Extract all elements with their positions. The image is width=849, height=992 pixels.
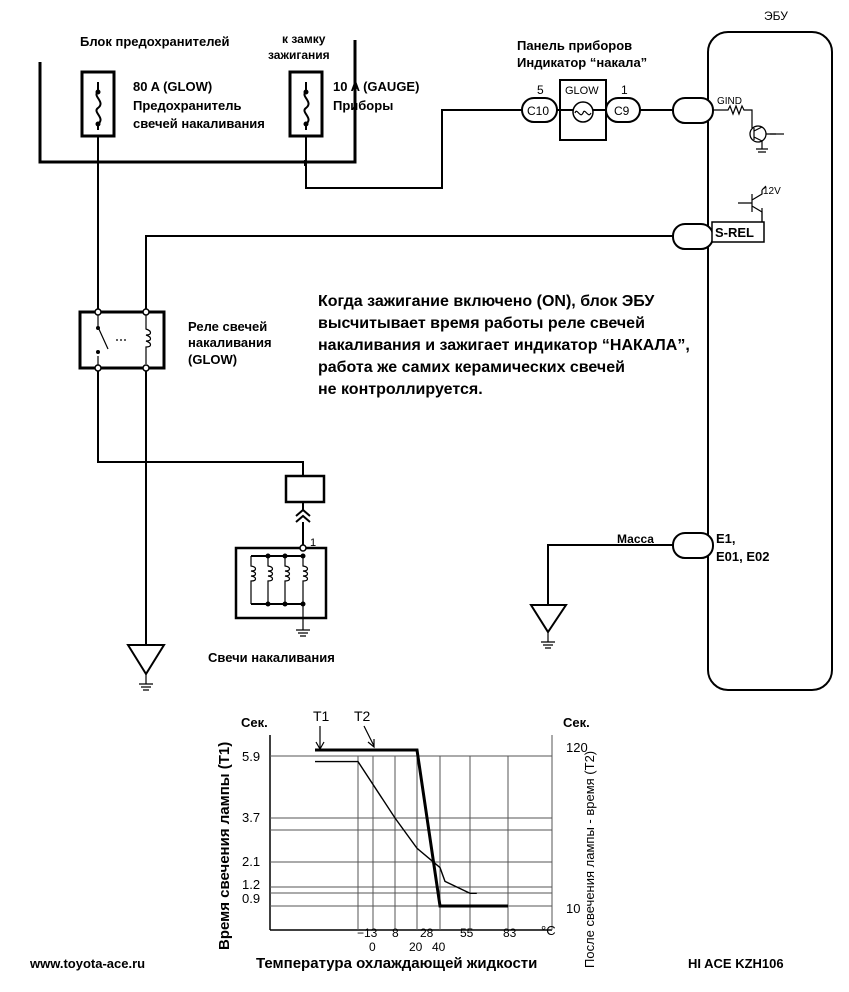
gind-connector	[672, 97, 714, 124]
y-right-unit: Сек.	[563, 715, 590, 730]
series-t2-line	[315, 760, 477, 894]
pin1-label: 1	[621, 83, 628, 97]
ground-icon	[529, 604, 568, 649]
x-tick: 55	[460, 926, 474, 940]
ecu-label: ЭБУ	[764, 9, 788, 23]
series-label-t1: T1	[313, 708, 330, 724]
panel-label-2: Индикатор “накала”	[517, 55, 647, 70]
note-line-1: Когда зажигание включено (ON), блок ЭБУ	[318, 293, 655, 310]
gind-label: GIND	[717, 96, 742, 107]
series-t1-line	[315, 748, 508, 908]
fuse-80a-glow	[80, 70, 116, 138]
e1-label: E1,	[716, 531, 736, 546]
fuse80-label-1: 80 A (GLOW)	[133, 79, 212, 94]
fuse80-label-2: Предохранитель	[133, 98, 241, 113]
glow-time-chart: Сек. Сек. °C 5.9 3.7 2.1 1.2 0.9 120 10 …	[216, 708, 597, 972]
c9-connector	[605, 97, 641, 123]
y-right-axis-label: После свечения лампы - время (T2)	[582, 751, 597, 968]
srel-transistor-icon: 12V	[738, 185, 781, 224]
glow-indicator-label: GLOW	[565, 85, 599, 97]
y-left-axis-label: Время свечения лампы (T1)	[216, 742, 233, 950]
relay-label-2: накаливания	[188, 335, 272, 350]
ignition-label-1: к замку	[282, 32, 326, 46]
plug-pin-label: 1	[310, 537, 316, 549]
fuse-block-label: Блок предохранителей	[80, 34, 230, 49]
fuse10-label-2: Приборы	[333, 98, 393, 113]
x-tick: 83	[503, 926, 517, 940]
plugs-outline	[234, 546, 328, 620]
description-note: Когда зажигание включено (ON), блок ЭБУ …	[318, 293, 690, 398]
x-tick: 20	[409, 940, 423, 954]
fuse-10a-gauge	[288, 70, 324, 138]
e01-label: E01, E02	[716, 549, 770, 564]
fuse10-label-1: 10 A (GAUGE)	[333, 79, 419, 94]
lamp-icon	[572, 101, 594, 123]
fuse80-label-3: свечей накаливания	[133, 116, 265, 131]
ignition-label-2: зажигания	[268, 48, 330, 62]
fuse-block: Блок предохранителей к замку зажигания 8…	[38, 32, 419, 166]
x-tick: 40	[432, 940, 446, 954]
y-tick-left: 2.1	[242, 854, 260, 869]
relay-label-1: Реле свечей	[188, 319, 267, 334]
c9-label: C9	[614, 104, 630, 118]
ground-icon	[126, 644, 166, 691]
y-left-unit: Сек.	[241, 715, 268, 730]
y-tick-right: 10	[566, 901, 580, 916]
glow-plugs: 1	[234, 474, 328, 637]
panel-label-1: Панель приборов	[517, 38, 632, 53]
fuse-block-outline	[38, 40, 357, 164]
y-tick-left: 0.9	[242, 891, 260, 906]
x-tick: 8	[392, 926, 399, 940]
v12-label: 12V	[763, 186, 781, 197]
note-line-5: не контроллируется.	[318, 381, 483, 398]
wiring	[97, 109, 673, 645]
glow-plugs-label: Свечи накаливания	[208, 650, 335, 665]
pin5-label: 5	[537, 83, 544, 97]
srel-box	[711, 221, 765, 243]
plug-connector	[284, 474, 326, 504]
relay-label-3: (GLOW)	[188, 352, 237, 367]
website-label: www.toyota-ace.ru	[29, 956, 145, 971]
y-tick-left: 1.2	[242, 877, 260, 892]
srel-connector	[672, 223, 714, 250]
mass-label: Масса	[617, 532, 654, 546]
note-line-4: работа же самих керамических свечей	[318, 359, 625, 376]
instrument-panel: Панель приборов Индикатор “накала” 5 1 C…	[517, 38, 647, 141]
x-tick: −13	[357, 926, 378, 940]
glow-relay	[78, 308, 166, 372]
ecu-outline	[707, 31, 833, 691]
note-line-2: высчитывает время работы реле свечей	[318, 315, 645, 332]
c10-label: C10	[527, 104, 549, 118]
series-label-t2: T2	[354, 708, 371, 724]
y-tick-right: 120	[566, 740, 588, 755]
x-unit: °C	[541, 923, 556, 938]
srel-label: S-REL	[715, 225, 754, 240]
ecu: ЭБУ GIND 12V S-REL Масса E1, E01, E02	[617, 9, 833, 691]
model-label: HI ACE KZH106	[688, 956, 784, 971]
x-axis-label: Температура охлаждающей жидкости	[256, 955, 537, 972]
y-tick-left: 5.9	[242, 749, 260, 764]
y-tick-left: 3.7	[242, 810, 260, 825]
note-line-3: накаливания и зажигает индикатор “НАКАЛА…	[318, 337, 690, 354]
x-tick: 0	[369, 940, 376, 954]
x-tick: 28	[420, 926, 434, 940]
mass-connector	[672, 532, 714, 559]
